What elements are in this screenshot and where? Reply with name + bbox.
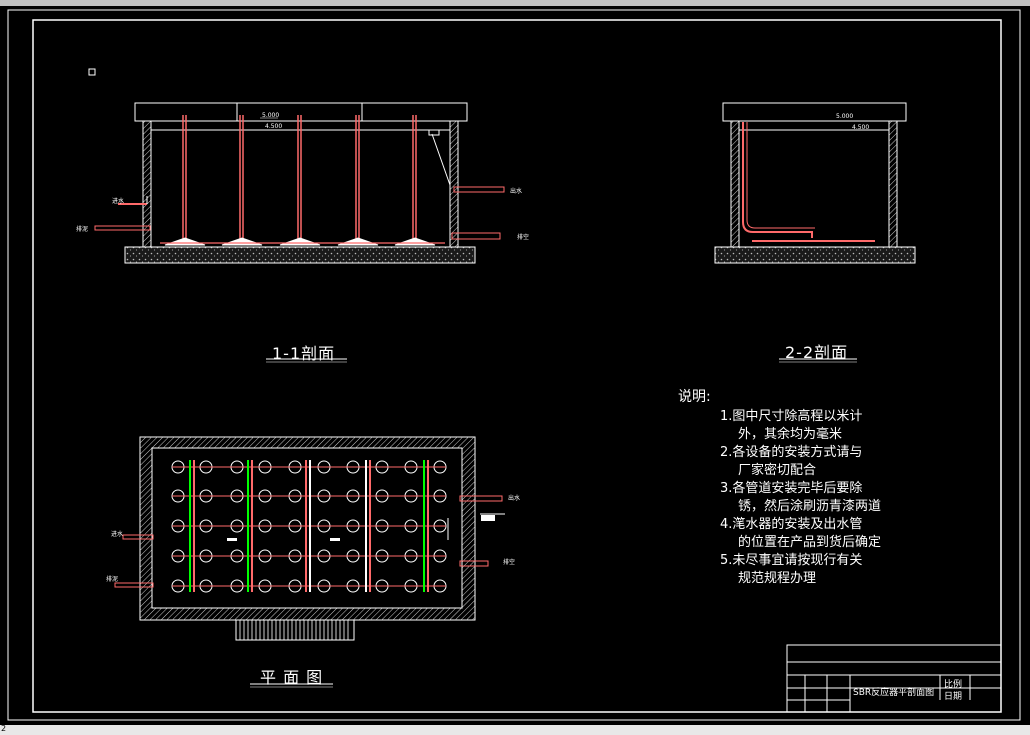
- inlet-label-sec1: 进水: [112, 197, 124, 205]
- note-line: 3.各管道安装完毕后要除: [720, 481, 863, 496]
- elev-top-label: 5.000: [262, 112, 279, 119]
- section-2-2-drawing: 5.000 4.500: [714, 102, 916, 264]
- section-1-1-title: 1-1剖面: [272, 344, 336, 363]
- note-line: 5.未尽事宜请按现行有关: [720, 553, 863, 568]
- overflow-label-plan: 排空: [503, 558, 515, 566]
- note-line: 厂家密切配合: [738, 463, 817, 478]
- viewport-top-edge: [0, 0, 1030, 6]
- ucs-marker: [88, 68, 96, 76]
- plan-view-drawing: 出水 排空 进水 排泥: [106, 436, 520, 641]
- note-line: 外，其余均为毫米: [738, 427, 843, 442]
- drain-label-plan: 排泥: [106, 575, 118, 583]
- drawing-name: SBR反应器平剖面图: [853, 688, 935, 698]
- elev-water-label: 4.500: [265, 123, 282, 130]
- overflow-label-sec1: 排空: [517, 233, 529, 241]
- outlet-label-sec1: 出水: [510, 187, 522, 195]
- date-label: 日期: [944, 692, 963, 702]
- command-line-text: 2: [1, 724, 7, 733]
- note-line: 1.图中尺寸除高程以米计: [720, 409, 863, 424]
- elev-water-label-sec2: 4.500: [852, 124, 869, 131]
- note-line: 的位置在产品到货后确定: [738, 535, 882, 550]
- note-line: 2.各设备的安装方式请与: [720, 445, 863, 460]
- title-block: [786, 644, 1002, 713]
- note-line: 4.滗水器的安装及出水管: [720, 517, 863, 532]
- outlet-label-plan: 出水: [508, 494, 520, 502]
- note-line: 规范规程办理: [738, 571, 817, 586]
- elev-top-label-sec2: 5.000: [836, 113, 853, 120]
- drain-label-sec1: 排泥: [76, 225, 88, 233]
- plan-view-title: 平 面 图: [260, 668, 324, 687]
- note-line: 锈，然后涂刷沥青漆两道: [738, 499, 882, 514]
- scale-label: 比例: [944, 680, 963, 690]
- sheet-outer-border: [7, 9, 1021, 721]
- notes-heading: 说明:: [678, 389, 711, 405]
- section-1-1-drawing: 5.000 4.500 进水 排泥 出水 排空: [76, 102, 529, 264]
- design-notes: 说明: 1.图中尺寸除高程以米计 外，其余均为毫米 2.各设备的安装方式请与 厂…: [678, 388, 881, 588]
- section-2-2-title: 2-2剖面: [785, 343, 849, 362]
- sheet-inner-border: [32, 19, 1002, 713]
- inlet-label-plan: 进水: [111, 530, 123, 538]
- command-line-bar[interactable]: 2: [0, 724, 1030, 735]
